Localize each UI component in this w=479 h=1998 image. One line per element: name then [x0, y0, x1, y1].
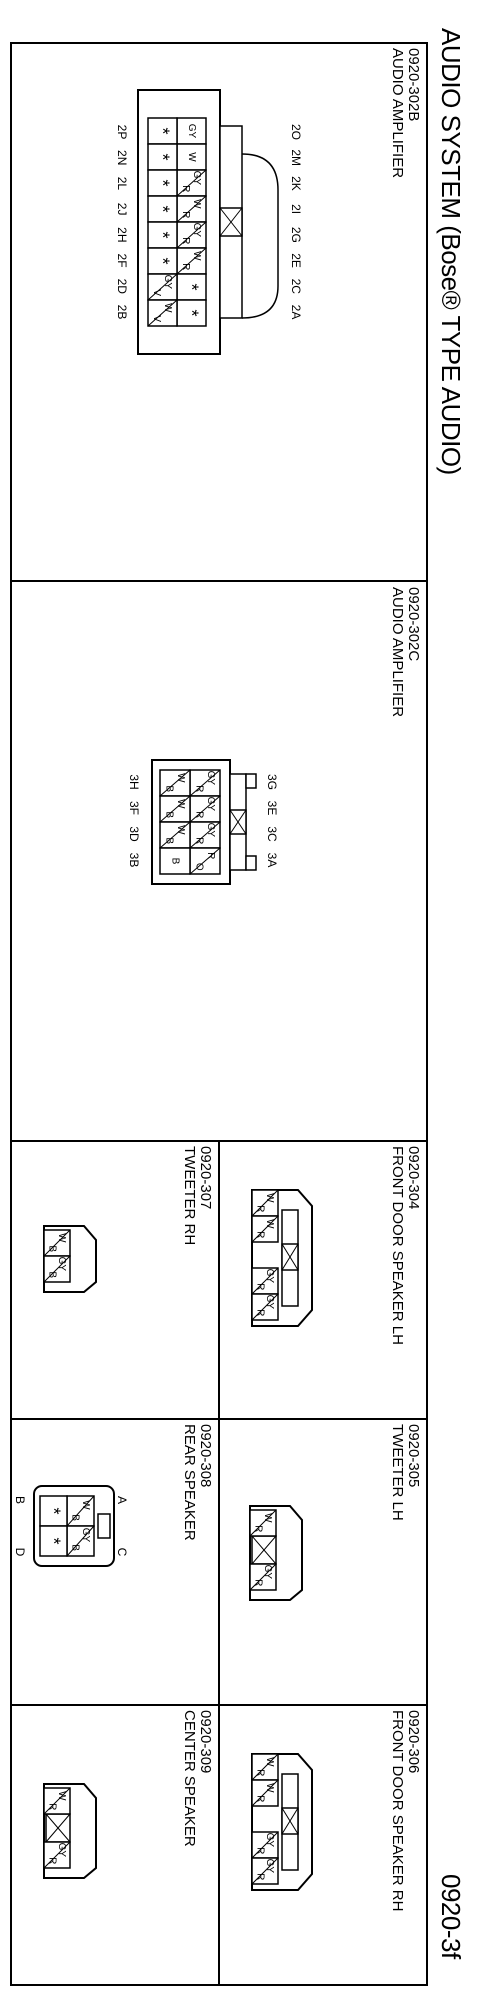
connector-code-309: 0920-309 [197, 1710, 214, 1774]
connector-name-305: TWEETER LH [389, 1424, 406, 1521]
connector-code-305: 0920-305 [405, 1424, 422, 1488]
connector-code-302b: 0920-302B [405, 48, 422, 122]
connector-name-307: TWEETER RH [181, 1146, 198, 1246]
connector-name-302c: AUDIO AMPLIFIER [389, 587, 406, 718]
page-title: AUDIO SYSTEM (Bose® TYPE AUDIO) [436, 28, 466, 475]
connector-name-309: CENTER SPEAKER [181, 1710, 198, 1847]
connector-code-308: 0920-308 [197, 1424, 214, 1488]
connector-code-304: 0920-304 [405, 1146, 422, 1210]
connector-name-306: FRONT DOOR SPEAKER RH [389, 1710, 406, 1912]
connector-code-306: 0920-306 [405, 1710, 422, 1774]
connector-code-307: 0920-307 [197, 1146, 214, 1210]
connector-code-302c: 0920-302C [405, 587, 422, 662]
connector-name-302b: AUDIO AMPLIFIER [389, 48, 406, 179]
panel-audio-amplifier-302b [10, 42, 428, 582]
connector-name-308: REAR SPEAKER [181, 1424, 198, 1541]
page-number: 0920-3f [436, 1874, 466, 1959]
panel-audio-amplifier-302c [10, 580, 428, 1142]
panel-center-speaker [10, 1704, 220, 1986]
connector-name-304: FRONT DOOR SPEAKER LH [389, 1146, 406, 1345]
